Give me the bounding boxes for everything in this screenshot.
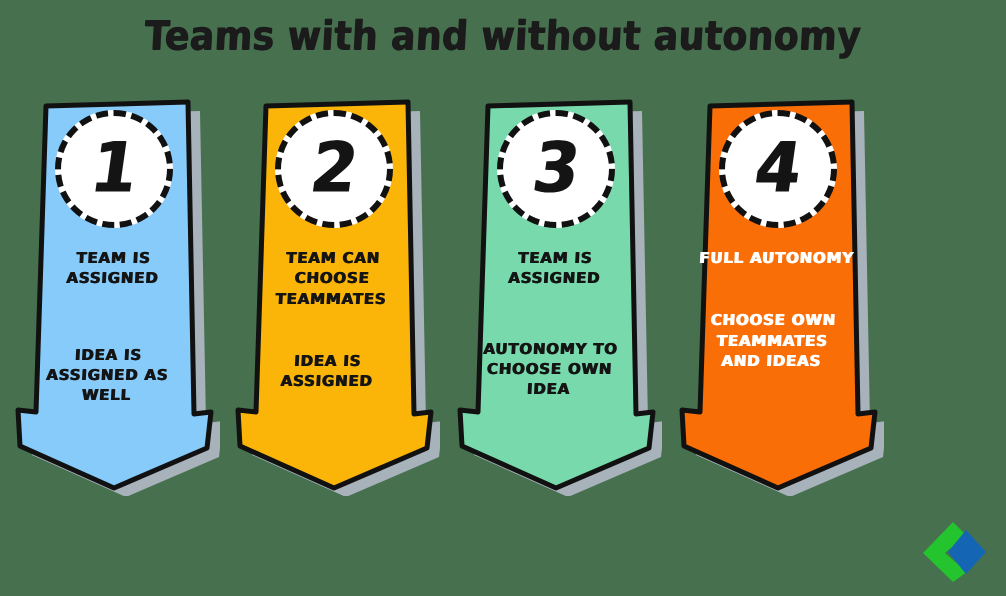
stage-text-line-a-4: FULL AUTONOMY bbox=[698, 249, 855, 267]
stage-number-badge-1: 1 bbox=[55, 110, 173, 228]
stage-number-badge-4: 4 bbox=[719, 110, 837, 228]
stage-number-1: 1 bbox=[86, 129, 142, 209]
stage-number-2: 2 bbox=[306, 129, 362, 209]
stage-number-badge-2: 2 bbox=[275, 110, 393, 228]
stage-number-badge-3: 3 bbox=[497, 110, 615, 228]
stage-number-4: 4 bbox=[750, 129, 806, 209]
logo-diamond-shape bbox=[948, 530, 986, 574]
brand-logo-icon bbox=[923, 522, 986, 582]
stage-number-3: 3 bbox=[528, 129, 584, 209]
logo-chevron-shape bbox=[923, 522, 967, 582]
